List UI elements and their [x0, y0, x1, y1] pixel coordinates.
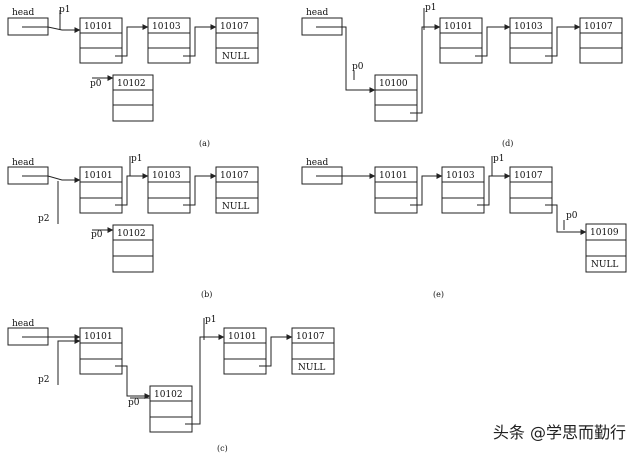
list-node: 10101 [79, 327, 123, 375]
node-value: 10103 [514, 22, 543, 32]
pointer-p1-label: p1 [59, 5, 71, 15]
panel-a: head p1 10101 10103 10107 NULL [7, 5, 259, 148]
node-value: 10102 [154, 390, 183, 400]
panel-caption: (b) [201, 290, 212, 299]
pointer-p1-label: p1 [205, 315, 217, 325]
node-value: 10101 [228, 332, 257, 342]
list-node: 10102 [149, 385, 193, 433]
node-value: 10107 [514, 171, 543, 181]
null-marker: NULL [591, 260, 618, 270]
panel-caption: (c) [217, 444, 228, 453]
watermark-text: 头条 @学思而勤行 [492, 423, 626, 442]
head-label: head [12, 158, 34, 168]
list-node: 10107 [579, 17, 623, 64]
pointer-p1-label: p1 [425, 3, 437, 13]
node-value: 10102 [117, 229, 146, 239]
panel-caption: (d) [502, 139, 513, 148]
node-value: 10103 [152, 22, 181, 32]
panel-b: head p2 10101 p1 10103 10107 N [7, 154, 259, 299]
node-value: 10103 [446, 171, 475, 181]
list-node: 10101 [79, 166, 123, 214]
panel-d: head p0 10100 p1 10101 10103 [301, 3, 623, 148]
list-node: 10107 NULL [291, 327, 335, 375]
node-value: 10107 [220, 171, 249, 181]
null-marker: NULL [222, 52, 249, 62]
pointer-p0-label: p0 [566, 211, 578, 221]
list-node: 10101 [374, 166, 418, 214]
pointer-p2-label: p2 [38, 375, 50, 385]
node-value: 10101 [379, 171, 408, 181]
null-marker: NULL [298, 363, 325, 373]
node-value: 10102 [117, 79, 146, 89]
node-value: 10103 [152, 171, 181, 181]
list-node: 10107 NULL [215, 166, 259, 214]
panel-caption: (a) [199, 139, 210, 148]
list-node: 10101 [223, 327, 267, 375]
pointer-p1-label: p1 [131, 154, 143, 164]
pointer-p0-label: p0 [352, 62, 364, 72]
list-node: 10101 [79, 17, 123, 64]
list-node: 10100 [374, 74, 418, 122]
pointer-p0-label: p0 [91, 230, 103, 240]
list-node: 10107 NULL [215, 17, 259, 64]
list-node: 10103 [441, 166, 485, 214]
head-label: head [306, 158, 328, 168]
panel-e: head 10101 10103 p1 10107 p0 [301, 154, 627, 299]
head-label: head [12, 319, 34, 329]
list-node: 10107 [509, 166, 553, 214]
list-node: 10102 [112, 224, 154, 273]
head-label: head [306, 8, 328, 18]
node-value: 10107 [296, 332, 325, 342]
node-value: 10107 [220, 22, 249, 32]
pointer-p1-label: p1 [493, 154, 505, 164]
null-marker: NULL [222, 202, 249, 212]
pointer-p0-label: p0 [128, 398, 140, 408]
node-value: 10107 [584, 22, 613, 32]
list-node: 10103 [147, 166, 191, 214]
node-value: 10100 [379, 79, 408, 89]
list-node: 10102 [112, 74, 154, 122]
head-label: head [12, 8, 34, 18]
pointer-p2-label: p2 [38, 214, 50, 224]
list-node: 10109 NULL [585, 223, 627, 273]
node-value: 10101 [84, 332, 113, 342]
panel-caption: (e) [433, 290, 444, 299]
node-value: 10101 [444, 22, 473, 32]
node-value: 10109 [590, 228, 619, 238]
pointer-p0-label: p0 [90, 79, 102, 89]
panel-c: head p2 10101 p0 10102 p1 1 [7, 315, 335, 453]
node-value: 10101 [84, 171, 113, 181]
node-value: 10101 [84, 22, 113, 32]
list-node: 10103 [509, 17, 553, 64]
